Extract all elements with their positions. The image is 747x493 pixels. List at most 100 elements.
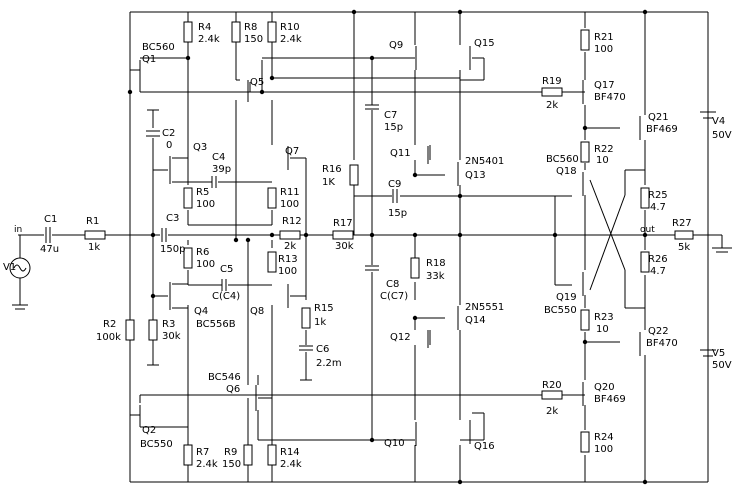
R10-resistor [267, 21, 277, 43]
C7-value: 15p [384, 122, 403, 133]
Q2-label: Q2 [142, 425, 156, 436]
Q7-label: Q7 [285, 146, 299, 157]
R7-value: 2.4k [196, 459, 218, 470]
C8-capacitor [365, 265, 379, 271]
Q17-part: BF470 [594, 92, 626, 103]
R17-resistor [332, 230, 354, 240]
sources [9, 111, 732, 381]
R27-value: 5k [678, 242, 690, 253]
R12-value: 2k [284, 241, 296, 252]
R22-value: 10 [596, 155, 609, 166]
R6-resistor [183, 247, 193, 269]
R10-label: R10 [280, 22, 300, 33]
Q18-part: BC560 [546, 154, 579, 165]
R23-label: R23 [594, 312, 614, 323]
Q5-label: Q5 [250, 77, 264, 88]
R16-value: 1K [322, 177, 335, 188]
R21-resistor [580, 29, 590, 51]
R6-label: R6 [196, 247, 209, 258]
R13-value: 100 [278, 266, 297, 277]
R14-resistor [267, 444, 277, 466]
Q6-part: BC546 [208, 372, 241, 383]
C4-value: 39p [212, 164, 231, 175]
R3-resistor [148, 319, 158, 341]
Q4-label: Q4 [194, 306, 208, 317]
Q2-part: BC550 [140, 439, 173, 450]
R15-value: 1k [314, 317, 326, 328]
R24-label: R24 [594, 432, 614, 443]
R5-value: 100 [196, 199, 215, 210]
R13-resistor [267, 251, 277, 273]
R18-value: 33k [426, 271, 445, 282]
R15-label: R15 [314, 303, 334, 314]
R23-value: 10 [596, 324, 609, 335]
R2-resistor [125, 319, 135, 341]
R22-label: R22 [594, 144, 614, 155]
C9-value: 15p [388, 208, 407, 219]
V4-source [700, 111, 716, 119]
R24-value: 100 [594, 444, 613, 455]
C2-label: C2 [162, 128, 175, 139]
Q13-part: 2N5401 [465, 156, 504, 167]
resistors [84, 21, 694, 466]
R14-value: 2.4k [280, 459, 302, 470]
C1-label: C1 [44, 214, 57, 225]
R20-resistor [541, 390, 563, 400]
C3-capacitor [161, 228, 167, 242]
R9-label: R9 [224, 447, 237, 458]
R17-label: R17 [333, 218, 353, 229]
ground-symbol [712, 247, 732, 253]
R10-value: 2.4k [280, 34, 302, 45]
V5-value: 50V [712, 360, 732, 371]
V1-source [9, 257, 31, 310]
Q3-label: Q3 [193, 142, 207, 153]
Q1-transistor [130, 60, 141, 82]
R2-value: 100k [96, 332, 121, 343]
C7-capacitor [365, 104, 379, 110]
R20-value: 2k [546, 406, 558, 417]
C5-value: C(C4) [212, 291, 240, 302]
junctions [127, 9, 648, 485]
C1-capacitor [45, 227, 51, 243]
C8-value: C(C7) [380, 291, 408, 302]
R12-resistor [279, 230, 301, 240]
Q21-label: Q21 [648, 112, 669, 123]
C1-value: 47u [40, 244, 59, 255]
R26-label: R26 [648, 254, 668, 265]
R11-value: 100 [280, 199, 299, 210]
C7-label: C7 [384, 110, 397, 121]
C3-label: C3 [166, 213, 179, 224]
R8-label: R8 [244, 22, 257, 33]
Q1-part: BC560 [142, 42, 175, 53]
Q18-label: Q18 [556, 166, 577, 177]
R27-label: R27 [672, 218, 692, 229]
Q8-label: Q8 [250, 306, 264, 317]
R13-label: R13 [278, 254, 298, 265]
Q15-label: Q15 [474, 38, 495, 49]
R7-label: R7 [196, 447, 209, 458]
Q1-label: Q1 [142, 54, 156, 65]
R1-value: 1k [88, 242, 100, 253]
R3-value: 30k [162, 331, 181, 342]
Q19-part: BC550 [544, 305, 577, 316]
R8-value: 150 [244, 34, 263, 45]
R17-value: 30k [335, 241, 354, 252]
R19-label: R19 [542, 76, 562, 87]
R19-resistor [541, 87, 563, 97]
R23-resistor [580, 309, 590, 331]
C9-capacitor [392, 189, 398, 203]
R15-resistor [301, 307, 311, 329]
R26-value: 4.7 [650, 266, 666, 277]
R11-resistor [267, 187, 277, 209]
R24-resistor [580, 431, 590, 453]
Q9-label: Q9 [389, 40, 403, 51]
R25-value: 4.7 [650, 202, 666, 213]
R5-resistor [183, 187, 193, 209]
Q13-label: Q13 [465, 170, 486, 181]
R14-label: R14 [280, 447, 300, 458]
R9-value: 150 [222, 459, 241, 470]
R20-label: R20 [542, 380, 562, 391]
R12-label: R12 [282, 216, 302, 227]
